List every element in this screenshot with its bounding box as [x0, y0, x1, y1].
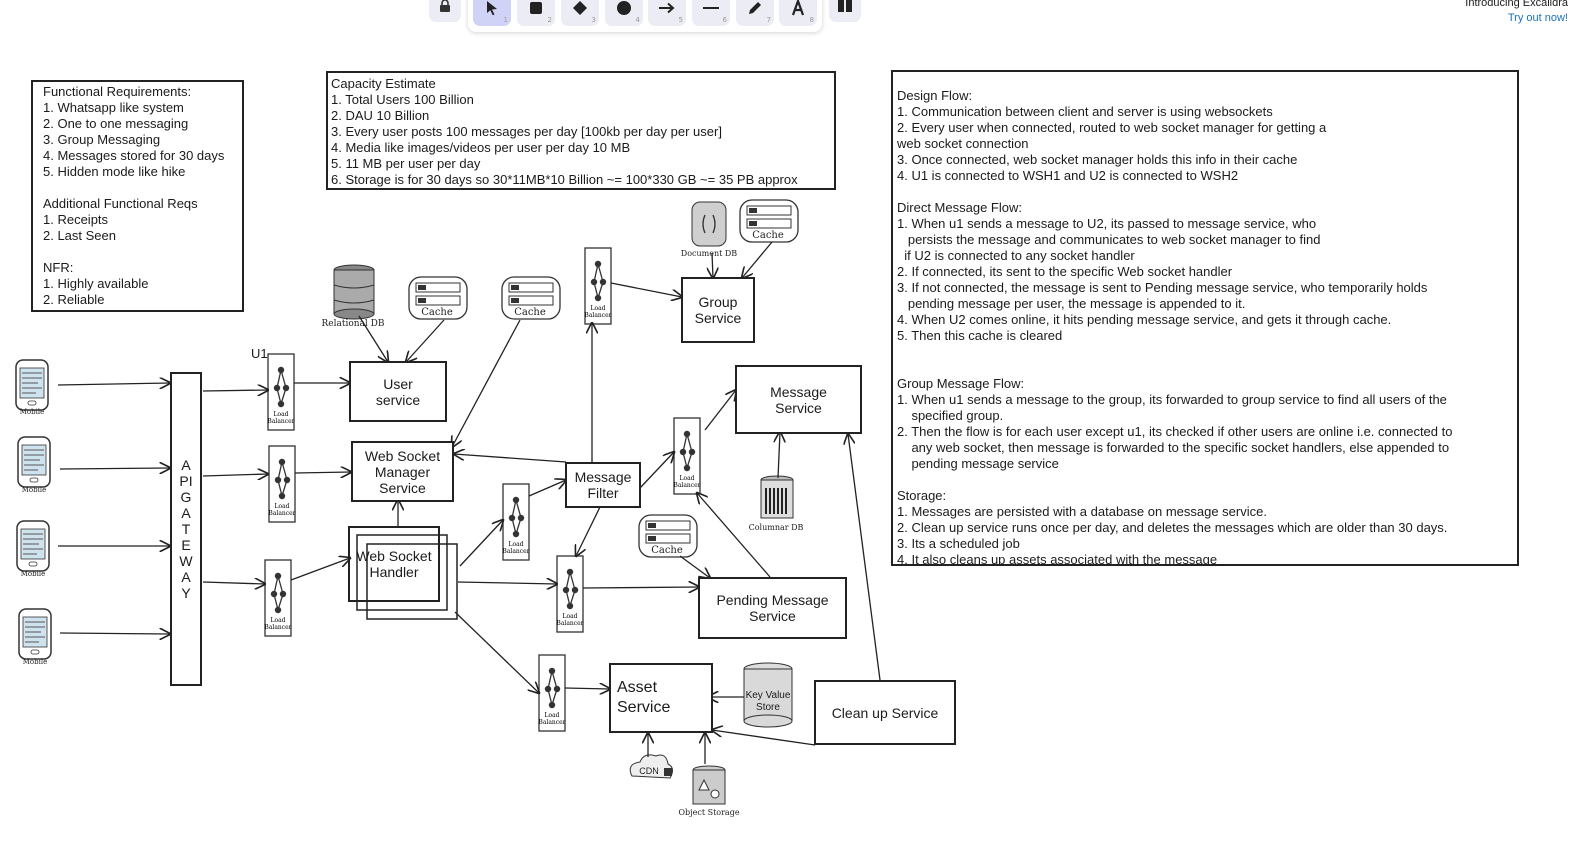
try-now-link[interactable]: Try out now! — [1507, 12, 1568, 24]
mobile-caption: Mobile — [23, 658, 47, 666]
kv-store-caption: Key Value Store — [745, 690, 791, 713]
user-service[interactable]: User service — [349, 361, 447, 422]
columnar-db-icon — [760, 475, 794, 519]
relational-db-icon — [333, 264, 375, 320]
tool-line[interactable]: 6 — [692, 0, 730, 26]
mobile-caption: Mobile — [20, 408, 44, 416]
tool-key: 5 — [678, 16, 683, 24]
tool-key: 7 — [766, 16, 771, 24]
object-storage-icon — [692, 765, 726, 805]
book-icon — [838, 0, 852, 12]
lock-icon — [440, 0, 450, 12]
api-gateway-label: API GATEWAY — [179, 457, 197, 601]
relational-db-caption: Relational DB — [322, 319, 385, 329]
tool-key: 4 — [635, 16, 640, 24]
document-db-caption: Document DB — [681, 249, 738, 258]
square-icon — [530, 2, 542, 14]
line-icon — [703, 7, 719, 9]
asset-service[interactable]: Asset Service — [609, 663, 713, 733]
api-gateway[interactable]: API GATEWAY — [170, 372, 202, 686]
tool-rectangle[interactable]: 2 — [517, 0, 555, 26]
mobile-client-4 — [18, 608, 52, 660]
message-filter[interactable]: Message Filter — [565, 462, 641, 508]
mobile-client-1 — [15, 359, 49, 411]
tool-draw[interactable]: 7 — [736, 0, 774, 26]
mobile-client-3 — [16, 520, 50, 572]
tool-selection[interactable]: 1 — [473, 0, 511, 26]
mobile-caption: Mobile — [22, 486, 46, 494]
document-db-icon — [691, 201, 727, 247]
tool-arrow[interactable]: 5 — [648, 0, 686, 26]
message-service[interactable]: Message Service — [735, 365, 862, 434]
tool-key: 8 — [809, 16, 814, 24]
key-value-store-icon — [743, 662, 793, 728]
cache-caption: Cache — [421, 307, 453, 318]
design-flow-note[interactable]: Design Flow: 1. Communication between cl… — [891, 70, 1519, 566]
mobile-client-2 — [17, 436, 51, 488]
library-button[interactable] — [829, 0, 861, 22]
cdn-icon — [629, 754, 674, 779]
tool-key: 2 — [547, 16, 552, 24]
web-socket-handler[interactable]: Web Socket Handler — [348, 526, 440, 602]
icon-captions: Mobile Mobile Mobile Mobile Cache Cache … — [20, 230, 804, 817]
columnar-db-caption: Columnar DB — [749, 523, 804, 532]
tool-key: 6 — [722, 16, 727, 24]
functional-requirements-note[interactable]: Functional Requirements: 1. Whatsapp lik… — [31, 80, 244, 312]
tool-key: 3 — [591, 16, 596, 24]
object-storage-caption: Object Storage — [678, 808, 739, 817]
announcement: Introducing Excalidra Try out now! — [1465, 0, 1568, 26]
web-socket-manager-service[interactable]: Web Socket Manager Service — [351, 441, 454, 502]
announcement-title: Introducing Excalidra — [1465, 0, 1568, 9]
diamond-icon — [573, 1, 587, 15]
cache-caption: Cache — [752, 230, 784, 241]
pencil-icon — [749, 2, 761, 14]
circle-icon — [617, 1, 631, 15]
cdn-caption: CDN — [639, 766, 659, 776]
text-icon — [791, 0, 805, 16]
cache-caption: Cache — [651, 545, 683, 556]
handler-stack — [356, 534, 458, 620]
cache-caption: Cache — [514, 307, 546, 318]
tool-ellipse[interactable]: 4 — [605, 0, 643, 26]
tool-diamond[interactable]: 3 — [561, 0, 599, 26]
cleanup-service[interactable]: Clean up Service — [814, 680, 956, 745]
lock-button[interactable] — [429, 0, 461, 22]
pending-message-service[interactable]: Pending Message Service — [698, 577, 847, 639]
mobile-caption: Mobile — [21, 570, 45, 578]
tool-key: 1 — [503, 16, 508, 24]
connector-arrows — [57, 241, 881, 764]
capacity-estimate-note[interactable]: Capacity Estimate 1. Total Users 100 Bil… — [326, 71, 836, 190]
u1-label: U1 — [251, 346, 268, 361]
pointer-icon — [487, 1, 497, 16]
arrow-icon — [659, 2, 675, 14]
tool-text[interactable]: 8 — [779, 0, 817, 26]
group-service[interactable]: Group Service — [681, 277, 755, 343]
